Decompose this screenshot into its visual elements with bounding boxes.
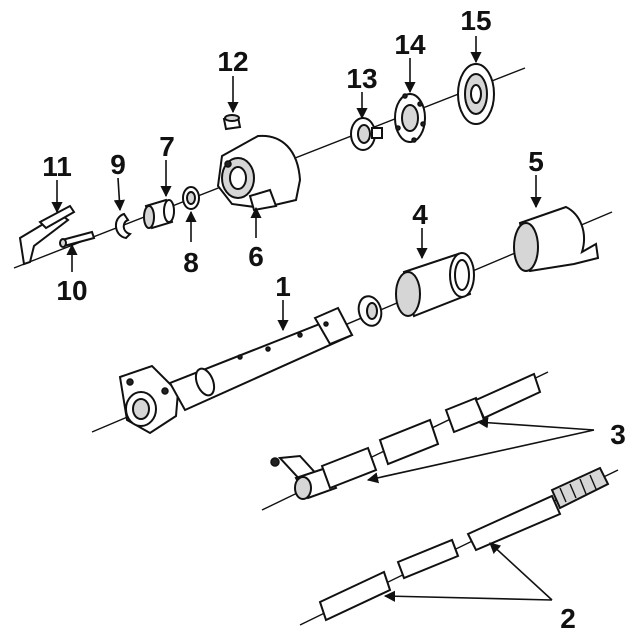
callout-14: 14 [394,29,426,60]
callout-3: 3 [610,419,626,450]
callout-12: 12 [217,46,248,77]
leader-3b [366,429,595,484]
sleeve-part-7 [143,198,175,230]
leader-3a [476,417,595,431]
lock-housing-part-6 [216,134,302,212]
leader-2b [383,590,553,602]
gear-disc-part-15 [457,63,495,125]
callout-1: 1 [275,271,291,302]
retaining-ring-part-9 [115,212,132,240]
bearing-part-8 [182,186,200,210]
bearing-part-13 [350,117,383,151]
leader-2a [489,542,553,601]
callout-13: 13 [346,63,377,94]
upper-shaft-part-3 [270,372,542,500]
cover-part-5 [513,205,600,273]
callout-10: 10 [56,275,87,306]
lower-shaft-part-2 [318,466,610,622]
callout-7: 7 [159,131,175,162]
callout-6: 6 [248,241,264,272]
column-jacket-part-1 [118,306,354,435]
callout-8: 8 [183,247,199,278]
callout-5: 5 [528,146,544,177]
callout-15: 15 [460,5,491,36]
callout-2: 2 [560,603,576,634]
pin-part-10 [59,230,96,248]
callout-9: 9 [110,149,126,180]
callout-11: 11 [42,151,72,182]
gear-part-14 [394,93,426,143]
column-nut [357,295,383,327]
screw-part-12 [222,114,242,131]
housing-sleeve-part-4 [395,252,475,318]
leader-9 [113,177,125,212]
callout-4: 4 [412,199,428,230]
